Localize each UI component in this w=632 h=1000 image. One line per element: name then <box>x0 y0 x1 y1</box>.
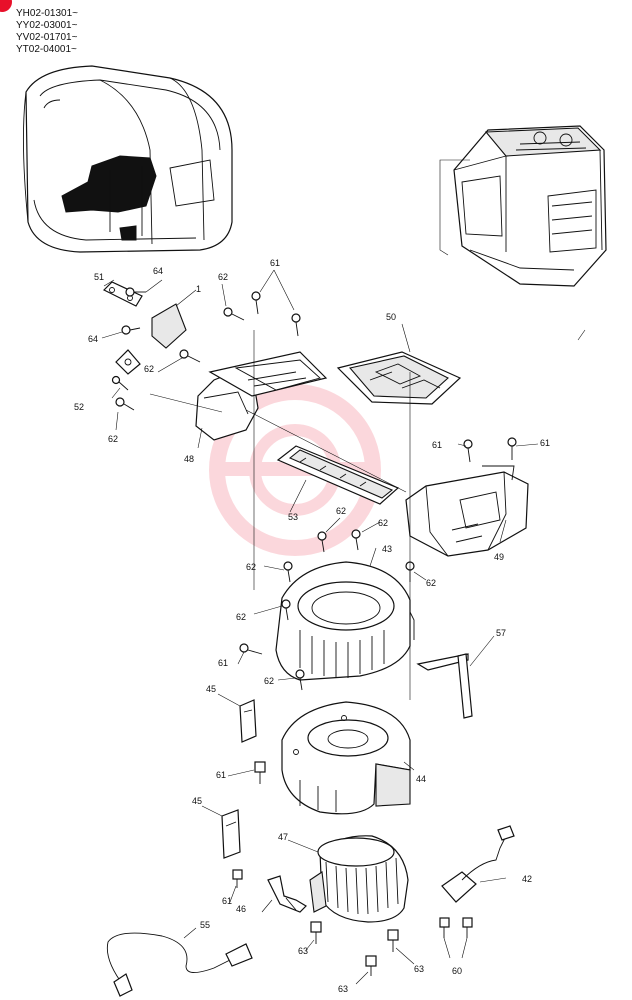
callout-label: 62 <box>144 364 154 374</box>
callout-label: 45 <box>206 684 216 694</box>
bolt-icon <box>232 437 517 976</box>
callout-label: 50 <box>386 312 396 322</box>
callout-label: 42 <box>522 874 532 884</box>
hose-connector <box>267 875 307 913</box>
seal-strip <box>416 653 473 719</box>
callout-label: 62 <box>108 434 118 444</box>
mounting-bracket <box>239 699 257 743</box>
serial-number: YT02-04001~ <box>16 44 77 55</box>
callout-label: 62 <box>246 562 256 572</box>
callout-label: 61 <box>432 440 442 450</box>
callout-label: 61 <box>216 770 226 780</box>
blower-motor <box>309 835 409 923</box>
callout-label: 61 <box>540 438 550 448</box>
callout-label: 62 <box>236 612 246 622</box>
callout-labels: 51 64 1 64 62 52 62 62 61 50 48 61 61 53… <box>74 258 550 994</box>
callout-label: 64 <box>153 266 163 276</box>
callout-label: 63 <box>338 984 348 994</box>
serial-number: YY02-03001~ <box>16 20 78 31</box>
callout-label: 43 <box>382 544 392 554</box>
callout-label: 52 <box>74 402 84 412</box>
callout-label: 62 <box>218 272 228 282</box>
serial-number: YH02-01301~ <box>16 8 78 19</box>
callout-label: 61 <box>270 258 280 268</box>
resistor-harness <box>441 825 515 903</box>
mounting-bracket <box>221 809 241 859</box>
corner-marker <box>0 0 12 12</box>
cab-overview-illustration <box>22 65 233 253</box>
callout-label: 46 <box>236 904 246 914</box>
screw-icon <box>111 287 301 411</box>
bracket-part <box>102 281 187 375</box>
callout-label: 51 <box>94 272 104 282</box>
callout-label: 48 <box>184 454 194 464</box>
callout-label: 1 <box>196 284 201 294</box>
upper-housing-left <box>195 351 328 441</box>
callout-label: 62 <box>378 518 388 528</box>
filter-cover <box>336 351 462 405</box>
callout-label: 53 <box>288 512 298 522</box>
assembled-unit-illustration <box>453 125 607 287</box>
callout-label: 61 <box>222 896 232 906</box>
callout-label: 47 <box>278 832 288 842</box>
air-filter <box>276 445 400 505</box>
callout-label: 62 <box>336 506 346 516</box>
callout-label: 57 <box>496 628 506 638</box>
callout-label: 61 <box>218 658 228 668</box>
callout-label: 63 <box>414 964 424 974</box>
callout-label: 60 <box>452 966 462 976</box>
leader-line <box>439 159 586 341</box>
wire-harness <box>106 932 253 997</box>
fan-upper-casing <box>275 561 415 681</box>
callout-label: 45 <box>192 796 202 806</box>
callout-label: 44 <box>416 774 426 784</box>
fan-lower-casing <box>281 701 411 815</box>
callout-label: 63 <box>298 946 308 956</box>
callout-label: 64 <box>88 334 98 344</box>
serial-number-list: YH02-01301~ YY02-03001~ YV02-01701~ YT02… <box>16 8 78 56</box>
callout-label: 62 <box>426 578 436 588</box>
callout-label: 62 <box>264 676 274 686</box>
serial-number: YV02-01701~ <box>16 32 78 43</box>
callout-label: 49 <box>494 552 504 562</box>
upper-housing-right <box>405 465 529 557</box>
leader-lines <box>101 269 539 985</box>
callout-label: 55 <box>200 920 210 930</box>
